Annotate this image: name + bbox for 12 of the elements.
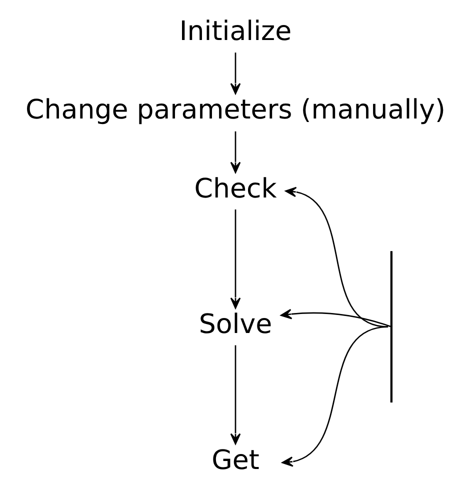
arrow <box>230 131 240 174</box>
arrow <box>230 345 240 445</box>
node-text: Check <box>194 173 276 204</box>
arrow <box>230 209 240 309</box>
node-text: Initialize <box>178 16 292 47</box>
node-bar <box>390 251 392 402</box>
node-text: Change parameters (manually) <box>25 94 445 126</box>
node-text: Solve <box>198 309 272 340</box>
arrow <box>230 52 240 94</box>
arrow <box>281 326 388 467</box>
arrow <box>280 308 390 328</box>
node-text: Get <box>211 444 259 476</box>
